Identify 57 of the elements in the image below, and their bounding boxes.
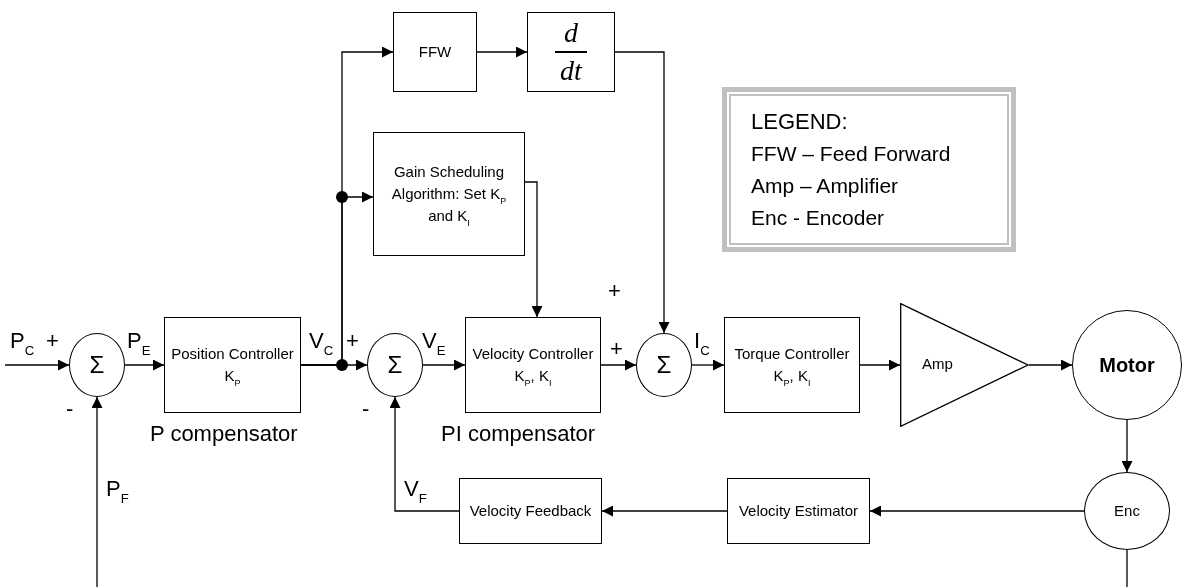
block-label: Velocity Controller K$_{P}$, K$_{I}$ (471, 344, 595, 387)
arrow (859, 359, 901, 371)
arrow (1028, 359, 1073, 371)
arrow (524, 181, 543, 318)
arrow (300, 191, 374, 366)
block-label: FFW (418, 42, 452, 62)
legend-box (722, 87, 1016, 252)
legend-title: LEGEND: (751, 107, 849, 136)
block-label: Torque Controller K$_{P}$, K$_{I}$ (733, 344, 851, 387)
signal-label: + (46, 330, 59, 352)
derivative-box (527, 12, 615, 92)
arrow (476, 46, 528, 58)
legend-entry: Amp – Amplifier (751, 172, 900, 199)
block-label: Position Controller K$_{P}$ (170, 344, 295, 387)
amplifier-triangle (900, 303, 1029, 427)
arrow (1121, 419, 1133, 473)
signal-label: + (346, 330, 359, 352)
process-box (727, 478, 870, 544)
connector-line (1126, 549, 1128, 587)
sigma-symbol: Σ (89, 350, 105, 380)
summing-junction (636, 333, 692, 397)
arrow (389, 396, 460, 512)
process-box (459, 478, 602, 544)
signal-label: - (66, 398, 74, 420)
arrow (869, 505, 1085, 517)
signal-label: - (362, 398, 370, 420)
arrow (614, 51, 670, 334)
block-label: Velocity Feedback (469, 501, 592, 521)
arrow (601, 505, 728, 517)
arrow (91, 396, 103, 587)
block-label: Enc (1114, 501, 1140, 521)
process-box (393, 12, 477, 92)
process-box (373, 132, 525, 256)
arrow (422, 359, 466, 371)
block-label: Velocity Estimator (738, 501, 859, 521)
arrow (600, 359, 637, 371)
numerator: d (564, 18, 578, 49)
amplifier-label: Amp (922, 355, 953, 374)
legend-entry: Enc - Encoder (751, 204, 886, 231)
summing-junction (367, 333, 423, 397)
process-box (724, 317, 860, 413)
denominator: dt (560, 55, 582, 86)
summing-junction (69, 333, 125, 397)
process-box (465, 317, 601, 413)
block-caption: P compensator (150, 420, 298, 448)
sigma-symbol: Σ (656, 350, 672, 380)
block-label: Gain Scheduling Algorithm: Set K$_{P}$ and K$_{I}$ (390, 162, 508, 227)
block-caption: PI compensator (441, 420, 596, 448)
arrow (4, 359, 70, 371)
signal-label: + (610, 338, 623, 360)
block-label: Motor (1099, 353, 1155, 378)
arrow (124, 359, 165, 371)
sigma-symbol: Σ (387, 350, 403, 380)
arrow (691, 359, 725, 371)
signal-label: + (608, 280, 621, 302)
legend-entry: FFW – Feed Forward (751, 140, 952, 167)
process-box (164, 317, 301, 413)
